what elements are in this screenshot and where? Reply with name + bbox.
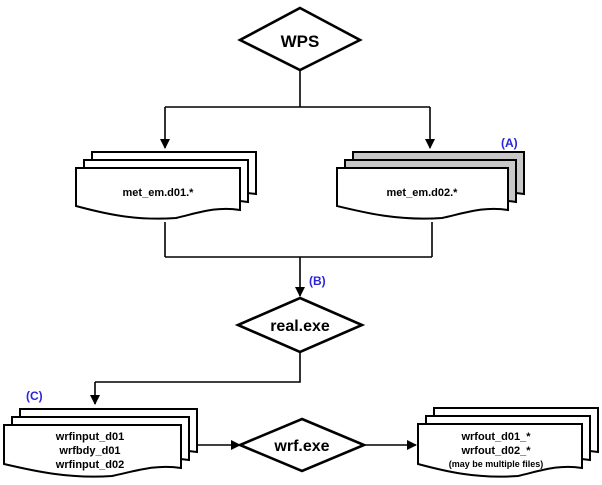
wrfout-note-label: (may be multiple files) [449,459,544,469]
wrfout-sheet-front [417,423,583,478]
met-d01-label: met_em.d01.* [123,187,195,199]
wrfout-d02-label: wrfout_d02_* [460,445,531,457]
met-d02-sheet-front [336,167,509,220]
wps-diamond [237,6,363,72]
wrfinput-sheet-front [3,424,182,478]
connectors [90,70,435,450]
wrf-diamond [236,417,368,473]
wps-label: WPS [281,32,320,51]
wps-node: WPS [237,6,363,72]
marker-b: (B) [309,274,326,288]
wrf-label: wrf.exe [273,438,329,455]
wrfout-d01-label: wrfout_d01_* [460,431,531,443]
met-d02-document-stack: met_em.d02.* [336,151,525,220]
met-d01-sheet-front [75,167,241,220]
wrfinput-d01-label: wrfinput_d01 [55,431,124,443]
met-d01-document-stack: met_em.d01.* [75,151,257,220]
met-d02-label: met_em.d02.* [387,187,459,199]
wrfbdy-d01-label: wrfbdy_d01 [58,445,120,457]
real-label: real.exe [270,318,330,335]
real-node: real.exe [234,296,366,354]
real-to-wrfinput-connector [95,352,301,383]
wrfinput-d02-label: wrfinput_d02 [55,459,124,471]
marker-c: (C) [26,389,43,403]
marker-a: (A) [501,136,518,150]
wrfout-document-stack: wrfout_d01_* wrfout_d02_* (may be multip… [417,407,599,478]
real-diamond [234,296,366,354]
wrfinput-document-stack: wrfinput_d01 wrfbdy_d01 wrfinput_d02 [3,408,198,478]
wrf-node: wrf.exe [236,417,368,473]
